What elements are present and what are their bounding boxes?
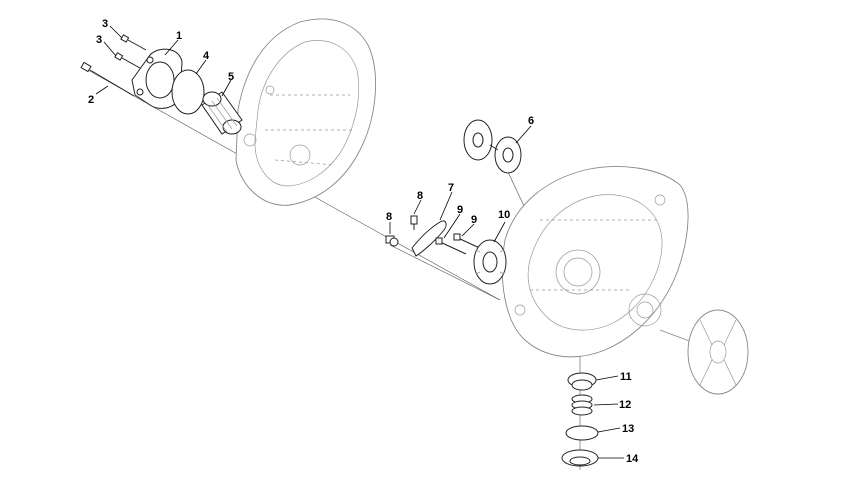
part-14-drain-plug xyxy=(561,449,599,467)
callout-8-upper: 8 xyxy=(417,190,423,202)
callout-7: 7 xyxy=(448,182,454,194)
callout-6: 6 xyxy=(528,115,534,127)
part-12-spring xyxy=(571,394,593,416)
callout-labels: 1 2 3 3 4 5 6 7 8 8 9 9 10 11 12 13 14 xyxy=(88,18,639,465)
part-13-o-ring xyxy=(565,425,599,441)
part-11-drain-cap xyxy=(567,372,597,391)
part-3-bolt-upper xyxy=(120,34,147,51)
callout-11: 11 xyxy=(620,371,632,383)
callout-13: 13 xyxy=(622,423,634,435)
callout-5: 5 xyxy=(228,71,234,83)
callout-10: 10 xyxy=(498,209,510,221)
part-5-oil-filter xyxy=(201,91,243,135)
output-shaft-disc xyxy=(659,309,749,395)
callout-8-lower: 8 xyxy=(386,211,392,223)
part-7-seal xyxy=(411,220,447,257)
callout-9-left: 9 xyxy=(457,204,463,216)
part-4-o-ring xyxy=(171,69,205,115)
callout-3-lower: 3 xyxy=(96,34,102,46)
part-1-filter-cover xyxy=(131,48,183,109)
part-6-gear-pair xyxy=(463,119,522,174)
part-2-long-bolt xyxy=(80,61,135,97)
callout-3-upper: 3 xyxy=(102,18,108,30)
callout-14: 14 xyxy=(626,453,639,465)
part-9-bolt-left xyxy=(435,237,467,255)
part-8-bolt-upper xyxy=(410,215,418,230)
callout-4: 4 xyxy=(203,50,210,62)
callout-9-right: 9 xyxy=(471,214,477,226)
callout-2: 2 xyxy=(88,94,94,106)
part-10-pump-gear xyxy=(473,239,507,285)
callout-1: 1 xyxy=(176,30,182,42)
leader-lines xyxy=(95,25,624,459)
left-crankcase-cover xyxy=(235,18,376,206)
callout-12: 12 xyxy=(619,399,631,411)
part-3-bolt-lower xyxy=(114,52,141,69)
right-crankcase-half xyxy=(501,166,689,358)
part-8-bolt-lower xyxy=(385,235,399,247)
